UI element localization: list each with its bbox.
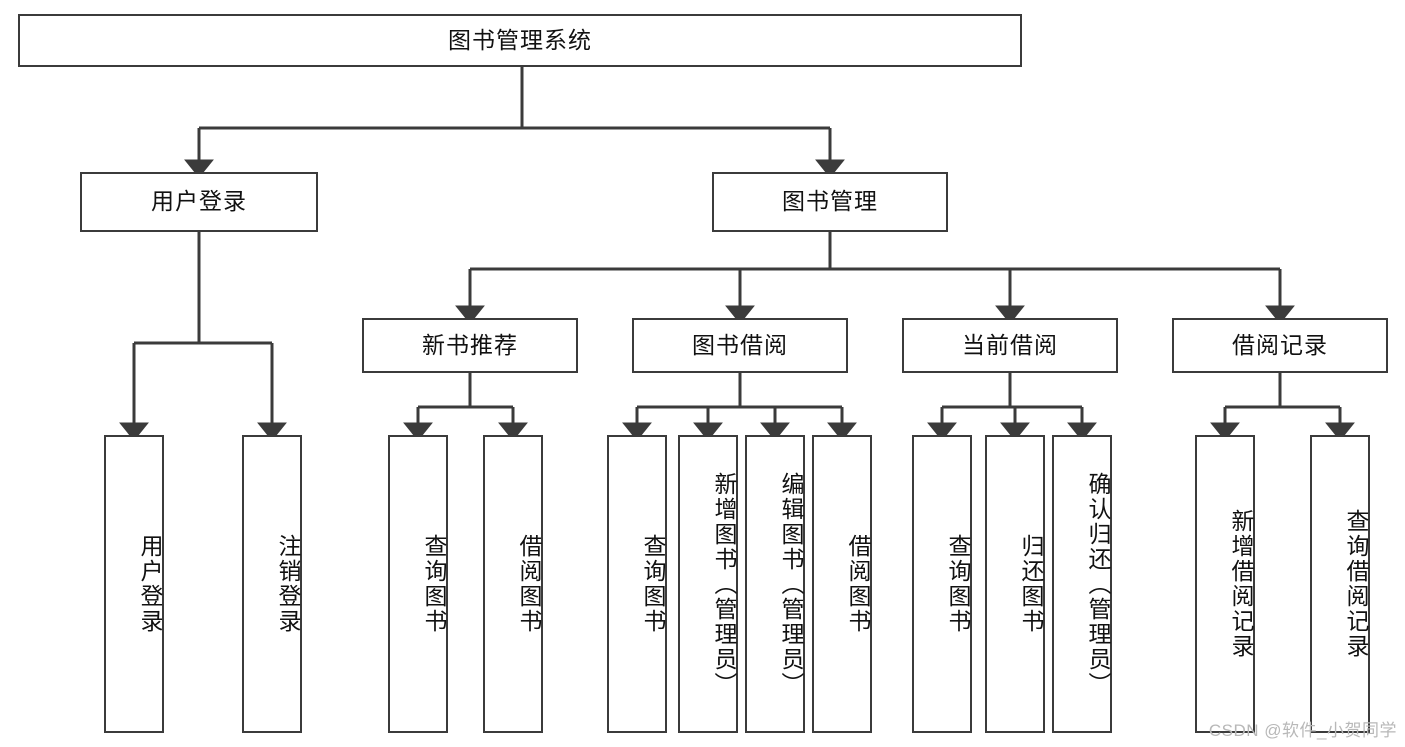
node-borrow-record[interactable]: 借阅记录 [1172, 318, 1388, 373]
leaf-label: 注销登录 [275, 534, 301, 634]
leaf-label: 新增借阅记录 [1228, 509, 1254, 659]
leaf-label: 查询借阅记录 [1343, 509, 1369, 659]
leaf-label: 借阅图书 [845, 534, 871, 634]
leaf-label: 归还图书 [1018, 534, 1044, 634]
leaf-borrow-book-bb[interactable]: 借阅图书 [812, 435, 872, 733]
node-root[interactable]: 图书管理系统 [18, 14, 1022, 67]
leaf-query-book-bb[interactable]: 查询图书 [607, 435, 667, 733]
leaf-add-book-admin[interactable]: 新增图书（管理员） [678, 435, 738, 733]
node-current-borrow[interactable]: 当前借阅 [902, 318, 1118, 373]
leaf-return-book[interactable]: 归还图书 [985, 435, 1045, 733]
leaf-label: 查询图书 [945, 534, 971, 634]
leaf-label: 编辑图书（管理员） [778, 471, 804, 697]
node-book-management-label: 图书管理 [782, 188, 878, 215]
leaf-label: 查询图书 [421, 534, 447, 634]
leaf-confirm-return-admin[interactable]: 确认归还（管理员） [1052, 435, 1112, 733]
node-user-login-label: 用户登录 [151, 188, 247, 215]
leaf-query-borrow-record[interactable]: 查询借阅记录 [1310, 435, 1370, 733]
leaf-label: 查询图书 [640, 534, 666, 634]
leaf-label: 确认归还（管理员） [1085, 471, 1111, 697]
node-user-login[interactable]: 用户登录 [80, 172, 318, 232]
node-book-borrow[interactable]: 图书借阅 [632, 318, 848, 373]
leaf-query-book-rec[interactable]: 查询图书 [388, 435, 448, 733]
leaf-query-book-cb[interactable]: 查询图书 [912, 435, 972, 733]
node-borrow-record-label: 借阅记录 [1232, 331, 1328, 358]
leaf-label: 借阅图书 [516, 534, 542, 634]
leaf-edit-book-admin[interactable]: 编辑图书（管理员） [745, 435, 805, 733]
leaf-borrow-book-rec[interactable]: 借阅图书 [483, 435, 543, 733]
node-book-borrow-label: 图书借阅 [692, 331, 788, 358]
node-book-management[interactable]: 图书管理 [712, 172, 948, 232]
watermark: CSDN @软件_小贺同学 [1208, 721, 1397, 740]
leaf-label: 新增图书（管理员） [711, 471, 737, 697]
node-new-book-recommend-label: 新书推荐 [422, 331, 518, 358]
node-root-label: 图书管理系统 [448, 26, 592, 53]
node-new-book-recommend[interactable]: 新书推荐 [362, 318, 578, 373]
node-current-borrow-label: 当前借阅 [962, 331, 1058, 358]
leaf-logout[interactable]: 注销登录 [242, 435, 302, 733]
leaf-user-login[interactable]: 用户登录 [104, 435, 164, 733]
leaf-label: 用户登录 [137, 534, 163, 634]
leaf-add-borrow-record[interactable]: 新增借阅记录 [1195, 435, 1255, 733]
